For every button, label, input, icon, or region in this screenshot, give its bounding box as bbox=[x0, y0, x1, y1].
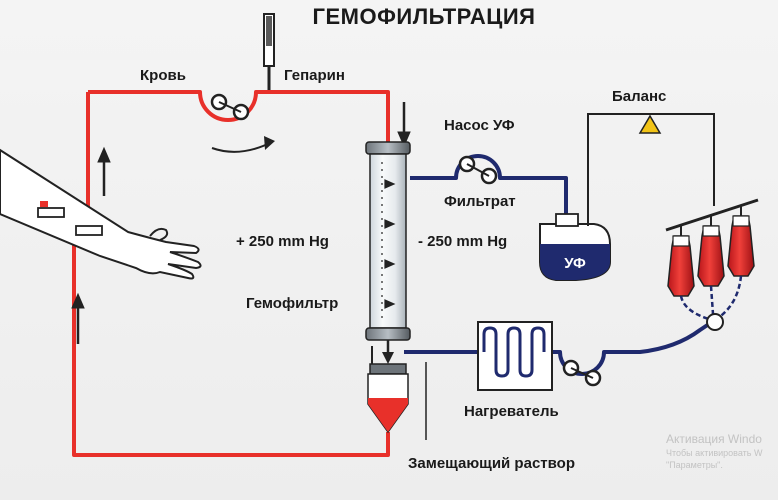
tubing-junction bbox=[706, 313, 724, 331]
label-heater: Нагреватель bbox=[464, 403, 559, 420]
heparin-syringe bbox=[263, 13, 275, 92]
blood-pump bbox=[210, 93, 250, 121]
flow-arrows-blood bbox=[71, 102, 411, 344]
diagram-title: ГЕМОФИЛЬТРАЦИЯ bbox=[313, 4, 536, 29]
label-blood: Кровь bbox=[140, 67, 186, 84]
patient-arm bbox=[0, 148, 202, 280]
label-filtrate: Фильтрат bbox=[444, 193, 516, 210]
pump-rotation-arrow bbox=[211, 136, 275, 153]
replacement-pump bbox=[562, 359, 602, 387]
balance-frame bbox=[587, 113, 715, 226]
replacement-bag-3 bbox=[727, 206, 755, 277]
balance-marker bbox=[638, 114, 662, 134]
label-pressure-minus: - 250 mm Hg bbox=[418, 233, 507, 250]
replacement-bag-2 bbox=[697, 216, 725, 287]
label-hemofilter: Гемофильтр bbox=[246, 295, 338, 312]
uf-container-label: УФ bbox=[564, 255, 586, 272]
hemofilter bbox=[365, 141, 411, 341]
replacement-bags bbox=[667, 206, 755, 297]
heater bbox=[477, 321, 553, 391]
watermark-line-3: "Параметры". bbox=[666, 460, 723, 470]
filtrate-line bbox=[410, 154, 568, 226]
label-pressure-plus: + 250 mm Hg bbox=[236, 233, 329, 250]
bag-hanger-bar bbox=[665, 198, 759, 232]
label-replacement-solution: Замещающий раствор bbox=[408, 455, 575, 472]
drip-chamber bbox=[367, 363, 409, 434]
blood-circuit bbox=[72, 90, 390, 457]
label-balance: Баланс bbox=[612, 88, 666, 105]
balance-scale bbox=[587, 113, 715, 226]
watermark-line-2: Чтобы активировать W bbox=[666, 448, 763, 458]
blood-line-top bbox=[88, 90, 390, 142]
watermark-line-1: Активация Windo bbox=[666, 432, 762, 446]
label-heparin: Гепарин bbox=[284, 67, 345, 84]
windows-activation-watermark: Активация Windo Чтобы активировать W "Па… bbox=[666, 432, 778, 470]
blood-line-return bbox=[72, 220, 390, 457]
replacement-bag-1 bbox=[667, 226, 695, 297]
label-uf-pump: Насос УФ bbox=[444, 117, 515, 134]
uf-container bbox=[539, 213, 611, 281]
uf-pump bbox=[458, 155, 498, 185]
vascular-access-tapes bbox=[37, 201, 103, 236]
